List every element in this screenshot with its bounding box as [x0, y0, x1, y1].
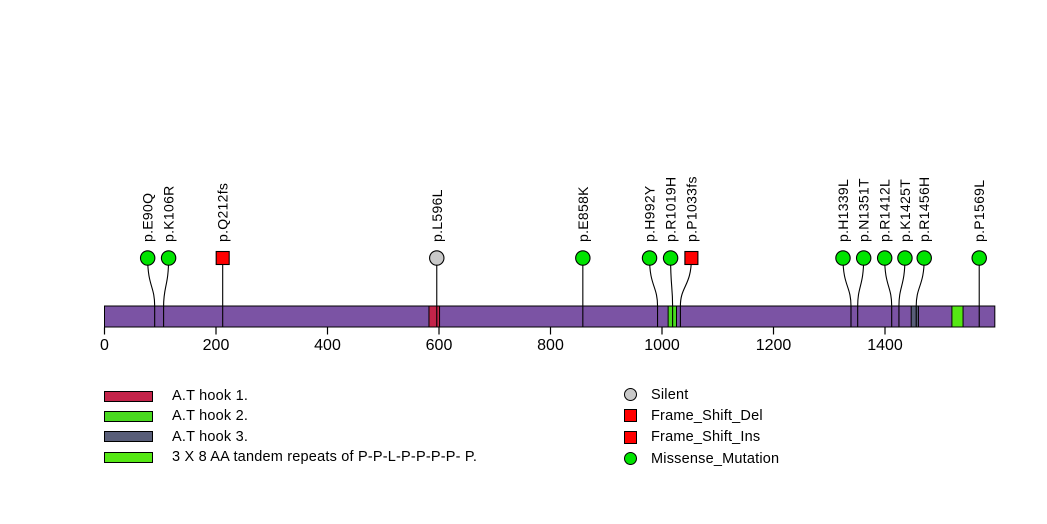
mutation-marker-p-p1569l	[971, 250, 987, 266]
lollipop-stem-p-k106r	[163, 257, 170, 327]
domain-rect-3-x-8-aa-tandem-repe	[951, 305, 964, 328]
mutation-marker-p-l596l	[429, 250, 445, 266]
domain-swatch-icon	[104, 431, 153, 443]
mutation-label-p-r1019h: p.R1019H	[663, 177, 679, 242]
domain-legend-row: A.T hook 2.	[104, 406, 477, 426]
mutation-label-p-k1425t: p.K1425T	[897, 179, 913, 242]
mutation-legend-row: Silent	[624, 384, 779, 405]
mutation-label-p-p1033fs: p.P1033fs	[683, 176, 699, 242]
mutation-label-p-q212fs: p.Q212fs	[215, 183, 231, 242]
lollipop-stem-p-h1339l	[842, 257, 852, 327]
mutation-marker-p-p1033fs	[684, 250, 699, 266]
lollipop-stem-p-e90q	[147, 257, 156, 327]
mutation-legend-label: Frame_Shift_Ins	[651, 429, 761, 446]
mutation-marker-p-k106r	[160, 250, 177, 266]
domain-swatch-icon	[104, 451, 153, 463]
mutation-label-p-l596l: p.L596L	[429, 189, 445, 242]
domain-legend-label: A.T hook 1.	[172, 388, 249, 405]
domain-legend: A.T hook 1. A.T hook 2. A.T hook 3. 3 X 8 A…	[104, 386, 477, 467]
mutation-label-p-r1456h: p.R1456H	[916, 177, 932, 242]
mutation-marker-p-h1339l	[835, 250, 851, 266]
frame-shift-del-icon	[624, 409, 637, 423]
domain-legend-label: A.T hook 2.	[172, 408, 249, 425]
axis-tick-label-0: 0	[100, 337, 109, 354]
domain-legend-label: 3 X 8 AA tandem repeats of P-P-L-P-P-P-P…	[172, 449, 478, 466]
mutation-legend-row: Frame_Shift_Ins	[624, 427, 779, 448]
lollipop-stem-p-k1425t	[898, 257, 906, 327]
protein-backbone-bar	[104, 305, 996, 328]
frame-shift-ins-icon	[624, 430, 637, 444]
mutation-marker-p-r1019h	[662, 250, 679, 266]
domain-legend-label: A.T hook 3.	[172, 428, 249, 445]
mutation-legend-row: Frame_Shift_Del	[624, 405, 779, 426]
domain-rect-a-t-hook-1	[428, 305, 441, 328]
missense-mutation-icon	[624, 452, 637, 466]
mutation-legend-label: Silent	[651, 386, 689, 403]
silent-icon	[624, 388, 637, 402]
axis-tick-label-200: 200	[203, 337, 230, 354]
lollipop-stem-p-h992y	[648, 257, 659, 327]
mutation-label-p-h1339l: p.H1339L	[835, 179, 851, 242]
domain-legend-row: A.T hook 1.	[104, 386, 477, 406]
lollipop-stem-p-r1412l	[884, 257, 893, 327]
domain-legend-row: A.T hook 3.	[104, 427, 477, 447]
lollipop-stem-p-p1033fs	[679, 257, 692, 327]
mutation-marker-p-n1351t	[855, 250, 872, 266]
axis-tick-label-800: 800	[537, 337, 564, 354]
mutation-label-p-e90q: p.E90Q	[140, 193, 156, 242]
domain-legend-row: 3 X 8 AA tandem repeats of P-P-L-P-P-P-P…	[104, 447, 477, 467]
lollipop-stem-p-r1456h	[915, 257, 925, 327]
mutation-label-p-n1351t: p.N1351T	[856, 178, 872, 242]
mutation-label-p-k106r: p.K106R	[161, 185, 177, 242]
mutation-marker-p-r1456h	[916, 250, 932, 266]
axis-tick-label-400: 400	[314, 337, 341, 354]
lollipop-chart: p.E90Q p.K106R p.Q212fs p.L596L p.E858K p.H99…	[100, 176, 996, 354]
mutation-marker-p-k1425t	[897, 250, 913, 266]
mutation-label-p-r1412l: p.R1412L	[877, 179, 893, 242]
domain-swatch-icon	[104, 390, 153, 402]
mutation-legend-label: Missense_Mutation	[651, 450, 780, 467]
lollipop-stem-p-n1351t	[857, 257, 865, 327]
mutation-marker-p-h992y	[641, 250, 658, 266]
mutation-marker-p-r1412l	[876, 250, 893, 266]
axis-tick-label-1200: 1200	[756, 337, 792, 354]
mutation-label-p-h992y: p.H992Y	[642, 185, 658, 242]
axis-tick-label-600: 600	[426, 337, 453, 354]
mutation-label-p-p1569l: p.P1569L	[971, 180, 987, 242]
mutation-marker-p-q212fs	[215, 250, 230, 266]
mutation-marker-p-e90q	[139, 250, 156, 266]
domain-swatch-icon	[104, 410, 153, 422]
axis-tick-label-1400: 1400	[867, 337, 903, 354]
domain-rect-a-t-hook-3	[910, 305, 919, 328]
mutation-legend-label: Frame_Shift_Del	[651, 407, 763, 424]
mutation-label-p-e858k: p.E858K	[575, 186, 591, 242]
axis-tick-label-1000: 1000	[644, 337, 680, 354]
mutation-legend-row: Missense_Mutation	[624, 448, 779, 469]
mutation-marker-p-e858k	[575, 250, 591, 266]
